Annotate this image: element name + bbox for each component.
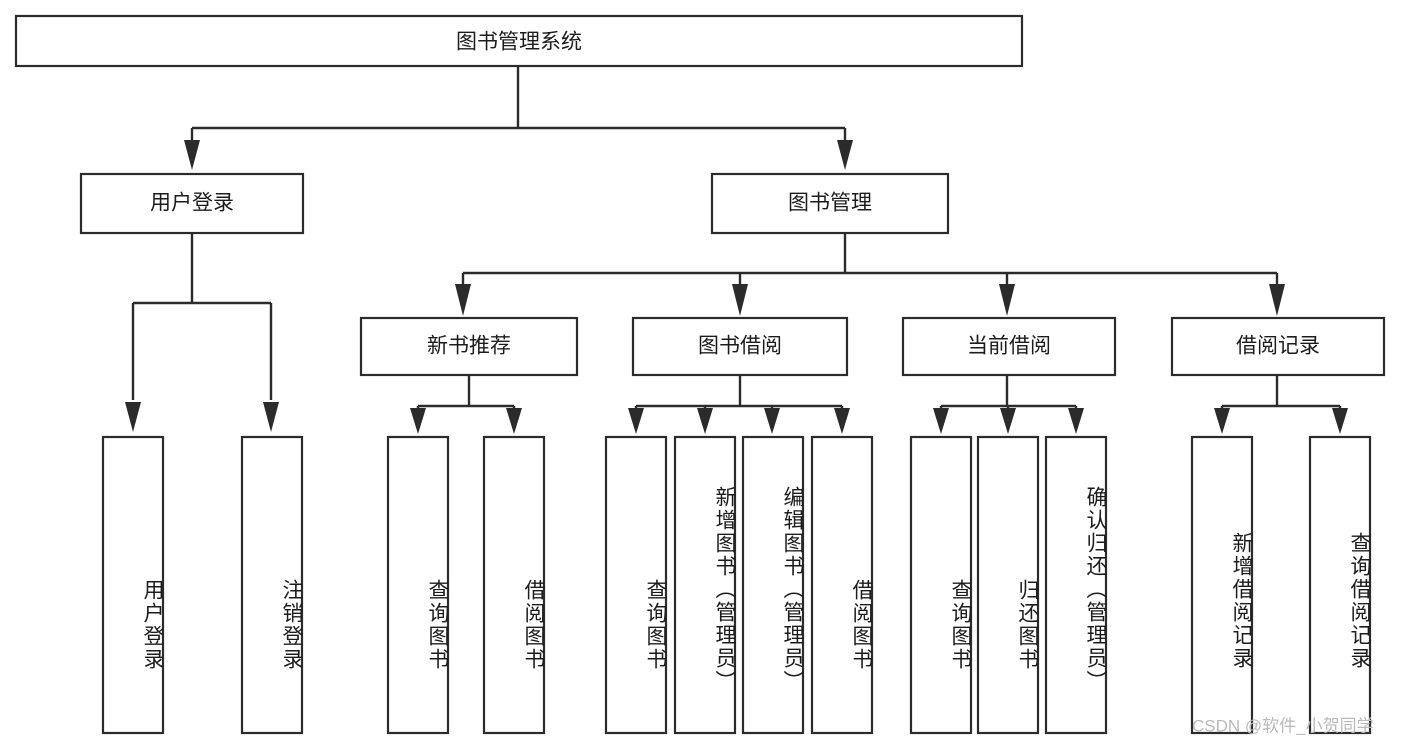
connector-currentborrow-to-leaves (933, 375, 1084, 434)
node-new-book-recommend[interactable] (359, 316, 579, 377)
arrow-head-icon (1214, 408, 1230, 434)
leaf-boxes-borrow-record (1190, 435, 1372, 735)
node-borrow-record[interactable] (1170, 316, 1386, 377)
arrow-head-icon (506, 408, 522, 434)
leaf-boxes-book-borrow (604, 435, 874, 735)
leaf-box-user-login[interactable] (101, 435, 165, 735)
node-root-system[interactable] (14, 14, 1024, 68)
arrow-head-icon (764, 408, 780, 434)
leaf-box-add-book-admin[interactable] (673, 435, 737, 735)
arrow-head-icon (628, 408, 644, 434)
arrow-head-icon (125, 402, 141, 432)
connector-bookborrow-to-leaves (628, 375, 850, 434)
arrow-head-icon (263, 402, 279, 432)
node-book-borrow[interactable] (631, 316, 849, 377)
node-book-management[interactable] (710, 172, 950, 235)
root-label: 图书管理系统 (456, 31, 582, 54)
level3-label-current-borrow: 当前借阅 (967, 335, 1051, 358)
arrow-head-icon (1332, 408, 1348, 434)
level3-label-book-borrow: 图书借阅 (698, 335, 782, 358)
connector-root-to-level2 (184, 66, 853, 170)
watermark-label: CSDN @软件_小贺同学 (1192, 716, 1374, 735)
arrow-head-icon (1269, 284, 1285, 316)
node-current-borrow[interactable] (901, 316, 1117, 377)
arrow-head-icon (455, 284, 471, 316)
level3-label-borrow-record: 借阅记录 (1236, 335, 1320, 358)
leaf-box-borrow-book-1[interactable] (482, 435, 546, 735)
leaf-box-query-book-2[interactable] (604, 435, 668, 735)
connector-newbook-to-leaves (410, 375, 522, 434)
leaf-box-borrow-book-2[interactable] (810, 435, 874, 735)
arrow-head-icon (697, 408, 713, 434)
leaf-box-query-book-3[interactable] (909, 435, 973, 735)
arrow-head-icon (1000, 408, 1016, 434)
arrow-head-icon (732, 284, 748, 316)
leaf-boxes-current-borrow (909, 435, 1108, 735)
arrow-head-icon (410, 408, 426, 434)
level2-label-user-login: 用户登录 (150, 192, 234, 215)
level3-label-new-book-recommend: 新书推荐 (427, 335, 511, 358)
leaf-box-add-borrow-record[interactable] (1190, 435, 1254, 735)
leaf-box-query-borrow-record[interactable] (1308, 435, 1372, 735)
arrow-head-icon (184, 140, 200, 170)
arrow-head-icon (999, 284, 1015, 316)
leaf-box-logout[interactable] (240, 435, 304, 735)
node-user-login[interactable] (79, 172, 305, 235)
leaf-box-query-book-1[interactable] (386, 435, 450, 735)
arrow-head-icon (933, 408, 949, 434)
connector-borrowrecord-to-leaves (1214, 375, 1348, 434)
leaf-boxes-new-book (386, 435, 546, 735)
arrow-head-icon (837, 140, 853, 170)
level2-label-book-management: 图书管理 (788, 192, 872, 215)
connector-bookmgmt-to-level3 (455, 233, 1285, 316)
leaf-box-confirm-return-admin[interactable] (1044, 435, 1108, 735)
leaf-box-return-book[interactable] (976, 435, 1040, 735)
leaf-box-edit-book-admin[interactable] (741, 435, 805, 735)
connector-userlogin-to-leaves (125, 233, 279, 432)
arrow-head-icon (1068, 408, 1084, 434)
leaf-boxes-user-login (101, 435, 304, 735)
arrow-head-icon (834, 408, 850, 434)
